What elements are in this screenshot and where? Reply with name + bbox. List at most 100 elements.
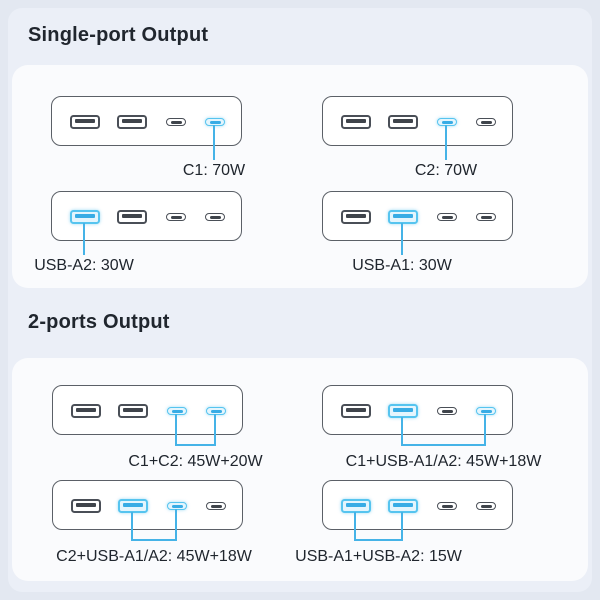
usb-c-pin (210, 409, 222, 413)
device-group-c1-c2: C1+C2: 45W+20W (52, 385, 263, 470)
bracket-connector (175, 444, 216, 446)
output-label: USB-A1: 30W (352, 257, 452, 274)
port-usb-a1 (388, 210, 418, 224)
port-usb-a2 (70, 210, 100, 224)
charger-device (51, 191, 242, 241)
usb-a-pin (346, 408, 366, 412)
charger-device (52, 480, 243, 530)
output-label: USB-A1+USB-A2: 15W (295, 548, 462, 565)
usb-c-pin (171, 504, 183, 508)
charger-device (52, 385, 243, 435)
usb-a-pin (122, 214, 142, 218)
callout-line (445, 125, 447, 160)
device-group-c1: C1: 70W (51, 96, 245, 179)
port-usb-a2 (341, 404, 371, 418)
port-c2 (437, 118, 457, 126)
port-usb-a1 (388, 404, 418, 418)
usb-a-pin (75, 119, 95, 123)
usb-a-pin (123, 408, 143, 412)
port-usb-a2 (341, 115, 371, 129)
port-usb-a2 (70, 115, 100, 129)
port-c1 (205, 118, 225, 126)
bracket-connector (354, 512, 356, 541)
charger-device (51, 96, 242, 146)
bracket-connector (175, 414, 177, 446)
port-usb-a2 (71, 404, 101, 418)
bracket-connector (401, 512, 403, 541)
bracket-connector (214, 414, 216, 446)
usb-c-pin (441, 504, 453, 508)
usb-c-pin (480, 120, 492, 124)
port-c2 (166, 213, 186, 221)
usb-c-pin (170, 120, 182, 124)
usb-a-pin (76, 503, 96, 507)
port-usb-a2 (71, 499, 101, 513)
port-c1 (205, 213, 225, 221)
charger-device (322, 96, 513, 146)
device-group-usb-a1-a2: USB-A1+USB-A2: 15W (295, 480, 513, 565)
port-usb-a2 (341, 499, 371, 513)
usb-c-pin (480, 215, 492, 219)
port-c1 (476, 213, 496, 221)
usb-a-pin (346, 503, 366, 507)
port-usb-a1 (117, 210, 147, 224)
callout-line (213, 125, 215, 160)
bracket-connector (131, 512, 133, 541)
device-group-c2-usb-a: C2+USB-A1/A2: 45W+18W (52, 480, 252, 565)
usb-c-pin (170, 215, 182, 219)
charger-device (322, 480, 513, 530)
usb-c-pin (441, 409, 453, 413)
usb-a-pin (393, 214, 413, 218)
port-usb-a1 (388, 499, 418, 513)
usb-c-pin (210, 504, 222, 508)
usb-a-pin (122, 119, 142, 123)
port-usb-a2 (341, 210, 371, 224)
device-group-usb-a1: USB-A1: 30W (322, 191, 513, 274)
output-label: C1: 70W (182, 162, 246, 179)
usb-c-pin (209, 215, 221, 219)
usb-c-pin (480, 409, 492, 413)
port-usb-a1 (388, 115, 418, 129)
output-label: C2: 70W (414, 162, 478, 179)
output-label: USB-A2: 30W (34, 257, 134, 274)
port-c1 (476, 118, 496, 126)
usb-a-pin (393, 503, 413, 507)
output-label: C1+USB-A1/A2: 45W+18W (345, 453, 542, 470)
charger-device (322, 385, 513, 435)
usb-c-pin (441, 215, 453, 219)
callout-line (401, 223, 403, 255)
callout-line (83, 223, 85, 255)
port-c2 (437, 407, 457, 415)
section-title-two-ports: 2-ports Output (28, 311, 170, 333)
bracket-connector (175, 509, 177, 541)
section-title-single-port: Single-port Output (28, 24, 209, 46)
usb-a-pin (123, 503, 143, 507)
port-c2 (167, 407, 187, 415)
usb-c-pin (441, 120, 453, 124)
port-c2 (166, 118, 186, 126)
device-group-c2: C2: 70W (322, 96, 513, 179)
device-group-usb-a2: USB-A2: 30W (34, 191, 242, 274)
usb-c-pin (480, 504, 492, 508)
port-c2 (437, 502, 457, 510)
port-c2 (437, 213, 457, 221)
port-c1 (476, 407, 496, 415)
charger-device (322, 191, 513, 241)
usb-c-pin (171, 409, 183, 413)
bracket-connector (484, 414, 486, 446)
bracket-connector (354, 539, 403, 541)
port-c1 (476, 502, 496, 510)
port-usb-a1 (118, 499, 148, 513)
bracket-connector (401, 444, 486, 446)
output-label: C2+USB-A1/A2: 45W+18W (56, 548, 252, 565)
usb-a-pin (76, 408, 96, 412)
port-usb-a1 (117, 115, 147, 129)
usb-a-pin (346, 119, 366, 123)
port-c2 (167, 502, 187, 510)
usb-a-pin (393, 408, 413, 412)
usb-a-pin (346, 214, 366, 218)
port-c1 (206, 407, 226, 415)
bracket-connector (401, 417, 403, 446)
device-group-c1-usb-a: C1+USB-A1/A2: 45W+18W (322, 385, 541, 470)
